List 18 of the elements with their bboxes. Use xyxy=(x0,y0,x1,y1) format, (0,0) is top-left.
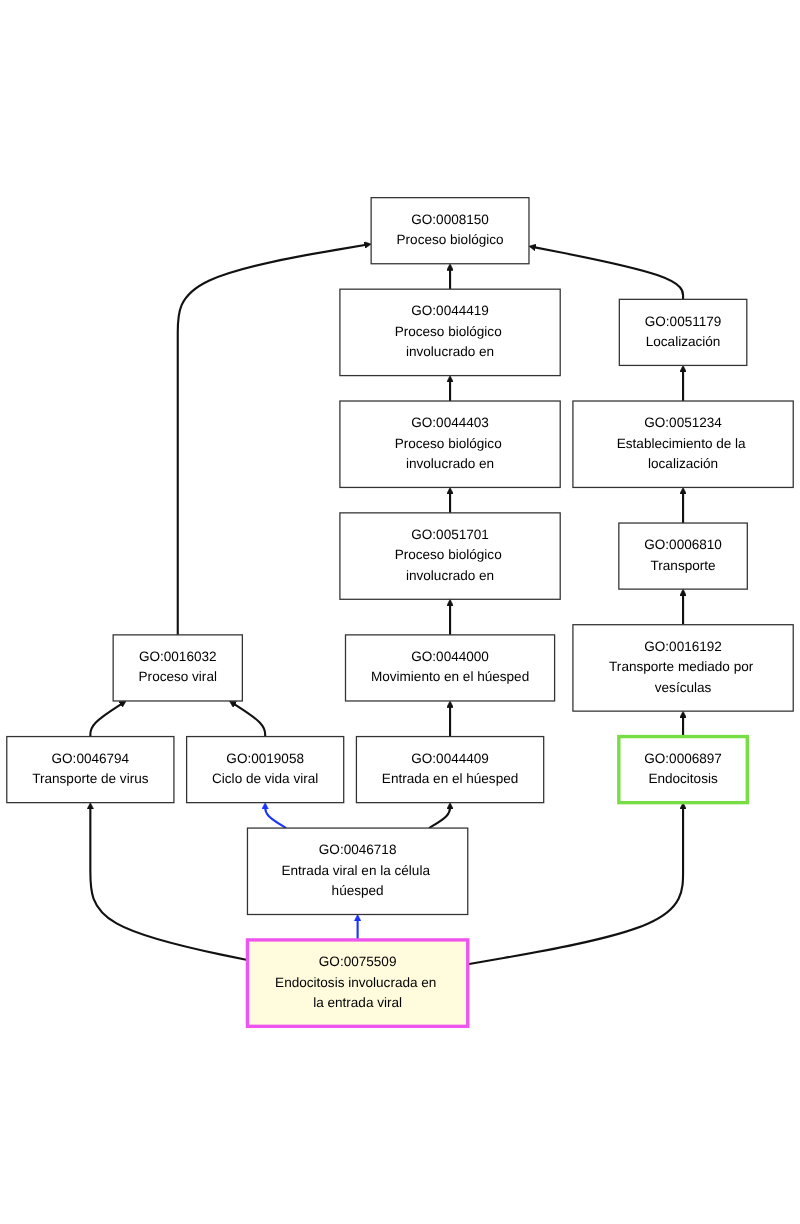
arrow xyxy=(467,802,687,966)
arrow xyxy=(679,365,687,401)
arrow xyxy=(679,588,687,625)
arrow xyxy=(353,914,362,940)
arrow xyxy=(679,710,687,737)
arrow xyxy=(446,487,454,513)
arrow xyxy=(176,241,372,635)
arrow xyxy=(229,700,267,737)
arrow xyxy=(446,700,454,737)
arrow xyxy=(446,598,454,635)
arrow xyxy=(428,802,454,829)
arrow xyxy=(446,375,454,401)
arrow xyxy=(679,487,687,524)
arrow xyxy=(446,263,454,290)
arrow xyxy=(89,700,127,737)
arrow xyxy=(528,243,685,300)
arrow xyxy=(86,802,248,962)
arrow xyxy=(261,802,287,829)
